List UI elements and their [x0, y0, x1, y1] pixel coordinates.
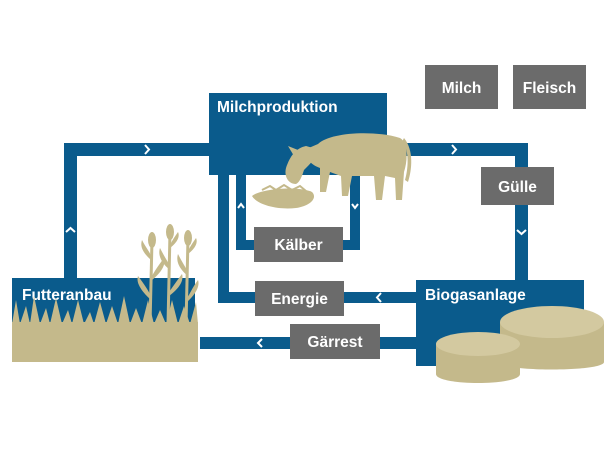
arrow-up-icon	[237, 202, 245, 209]
field-illustration	[12, 224, 199, 362]
flow-top-left	[64, 143, 214, 156]
tag-fleisch-label: Fleisch	[523, 80, 576, 97]
node-biogasanlage-label: Biogasanlage	[425, 287, 526, 304]
arrow-down-icon	[351, 203, 359, 210]
tag-kaelber	[254, 227, 343, 262]
tag-milch	[425, 65, 498, 109]
node-futteranbau-box	[12, 278, 195, 322]
tag-milch-label: Milch	[442, 80, 482, 97]
cow-illustration	[252, 133, 412, 209]
flow-energie-vertical	[218, 175, 229, 303]
flow-arrows	[65, 144, 527, 348]
tag-guelle-label: Gülle	[498, 179, 537, 196]
biogas-tanks-illustration	[436, 306, 604, 383]
arrow-right-icon	[451, 144, 458, 155]
arrow-right-icon	[144, 144, 151, 155]
tag-guelle	[481, 167, 554, 205]
flow-tags: Milch Fleisch Gülle Kälber Energie Gärre…	[254, 65, 586, 359]
flow-right-vertical	[515, 143, 528, 280]
node-futteranbau-label: Futteranbau	[22, 287, 112, 304]
tag-gaerrest-label: Gärrest	[307, 334, 362, 351]
node-milchproduktion-label: Milchproduktion	[217, 99, 338, 116]
flow-kaelber-right	[350, 175, 360, 250]
tag-kaelber-label: Kälber	[274, 237, 322, 254]
tag-energie	[255, 281, 344, 316]
flow-kaelber-left	[236, 175, 246, 250]
tag-energie-label: Energie	[271, 291, 328, 308]
arrow-left-icon	[256, 338, 263, 348]
flow-top-right	[388, 143, 528, 156]
tag-gaerrest	[290, 324, 380, 359]
arrow-down-icon	[516, 229, 527, 236]
arrow-up-icon	[65, 226, 76, 233]
tag-fleisch	[513, 65, 586, 109]
flow-left-vertical	[64, 143, 77, 278]
arrow-left-icon	[375, 292, 382, 303]
